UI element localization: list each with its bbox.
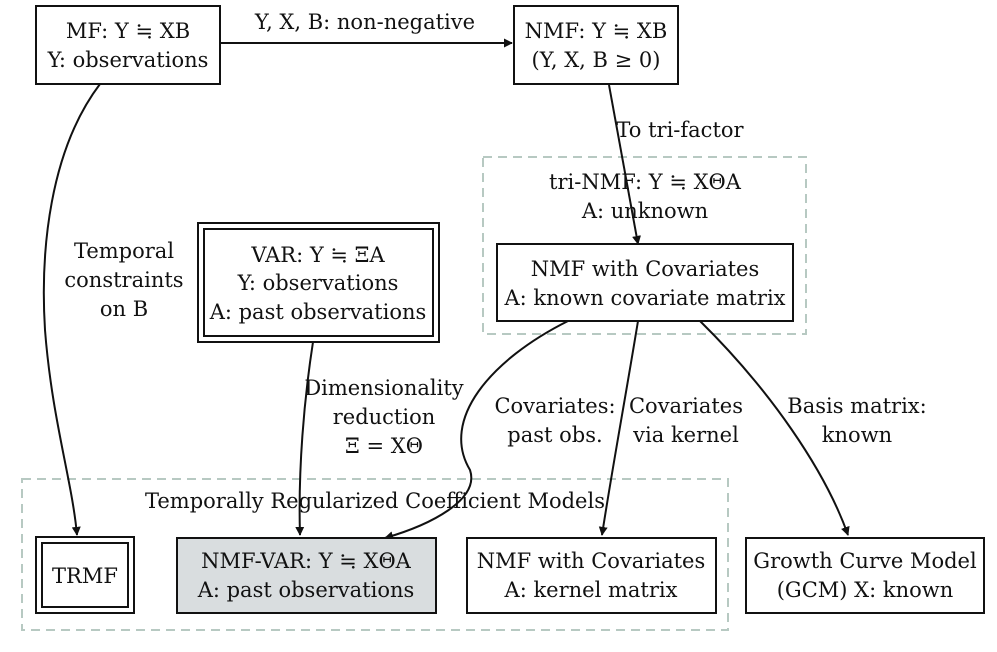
edge-nmf-covariates-to-kernel [598,320,639,536]
edge-nmf-covariates-to-nmf-var [384,320,569,541]
cluster-tri-nmf: tri-NMF: Y ≒ XΘA A: unknown [482,156,807,335]
svg-text:Ξ = XΘ: Ξ = XΘ [345,434,423,458]
edge-nmf-to-nmf-covariates [608,84,641,245]
cluster-temporally-regularized-title: Temporally Regularized Coefficient Model… [145,489,605,513]
node-var: VAR: Y ≒ ΞA Y: observations A: past obse… [197,222,440,343]
edge-label-dimensionality-reduction: Dimensionality reduction Ξ = XΘ [304,376,463,458]
svg-text:Growth Curve Model: Growth Curve Model [753,549,977,573]
node-nmf-kernel: NMF with Covariates A: kernel matrix [466,537,717,614]
edge-label-covariates-via-kernel: Covariates via kernel [629,394,743,447]
node-trmf: TRMF [35,536,135,614]
node-nmf-with-covariates: NMF with Covariates A: known covariate m… [496,243,794,322]
svg-text:Covariates:: Covariates: [494,394,615,418]
svg-text:constraints: constraints [64,268,183,292]
svg-text:NMF with Covariates: NMF with Covariates [531,257,759,281]
svg-text:Y: observations: Y: observations [47,48,209,72]
node-mf: MF: Y ≒ XB Y: observations [35,5,221,85]
svg-text:NMF: Y ≒ XB: NMF: Y ≒ XB [525,19,668,43]
edge-label-tri-factor: To tri-factor [616,118,744,142]
svg-text:Dimensionality: Dimensionality [304,376,463,400]
svg-text:A: past observations: A: past observations [209,300,427,324]
svg-text:A: kernel matrix: A: kernel matrix [504,578,678,602]
svg-text:A: past observations: A: past observations [197,578,415,602]
edge-var-to-nmf-var [295,341,314,536]
svg-text:Covariates: Covariates [629,394,743,418]
svg-text:TRMF: TRMF [52,564,118,588]
svg-text:MF: Y ≒ XB: MF: Y ≒ XB [66,19,190,43]
svg-text:Temporal: Temporal [74,239,174,263]
svg-text:Y: observations: Y: observations [237,271,399,295]
svg-text:via kernel: via kernel [632,423,739,447]
cluster-temporally-regularized: Temporally Regularized Coefficient Model… [21,478,729,631]
svg-text:past obs.: past obs. [507,423,602,447]
svg-text:Basis matrix:: Basis matrix: [787,394,926,418]
svg-text:A: known covariate matrix: A: known covariate matrix [503,286,785,310]
svg-text:on B: on B [100,297,148,321]
edge-nmf-covariates-to-gcm [699,320,850,536]
edge-label-covariates-past-obs: Covariates: past obs. [494,394,615,447]
svg-text:NMF with Covariates: NMF with Covariates [477,549,705,573]
svg-text:reduction: reduction [333,405,436,429]
cluster-tri-nmf-subtitle: A: unknown [581,199,708,223]
node-growth-curve-model: Growth Curve Model (GCM) X: known [745,537,985,614]
cluster-tri-nmf-title: tri-NMF: Y ≒ XΘA [549,170,742,194]
svg-text:VAR: Y ≒ ΞA: VAR: Y ≒ ΞA [250,243,385,267]
node-nmf: NMF: Y ≒ XB (Y, X, B ≥ 0) [513,5,679,85]
edge-label-non-negative: Y, X, B: non-negative [254,10,475,34]
svg-text:(GCM) X: known: (GCM) X: known [777,578,954,602]
node-nmf-var: NMF-VAR: Y ≒ XΘA A: past observations [176,537,437,614]
edge-label-temporal-constraints: Temporal constraints on B [64,239,183,321]
edge-mf-to-trmf [42,83,101,536]
edge-label-basis-matrix-known: Basis matrix: known [787,394,926,447]
svg-text:(Y, X, B ≥ 0): (Y, X, B ≥ 0) [532,48,661,72]
svg-text:NMF-VAR: Y ≒ XΘA: NMF-VAR: Y ≒ XΘA [201,549,412,573]
svg-text:known: known [822,423,892,447]
